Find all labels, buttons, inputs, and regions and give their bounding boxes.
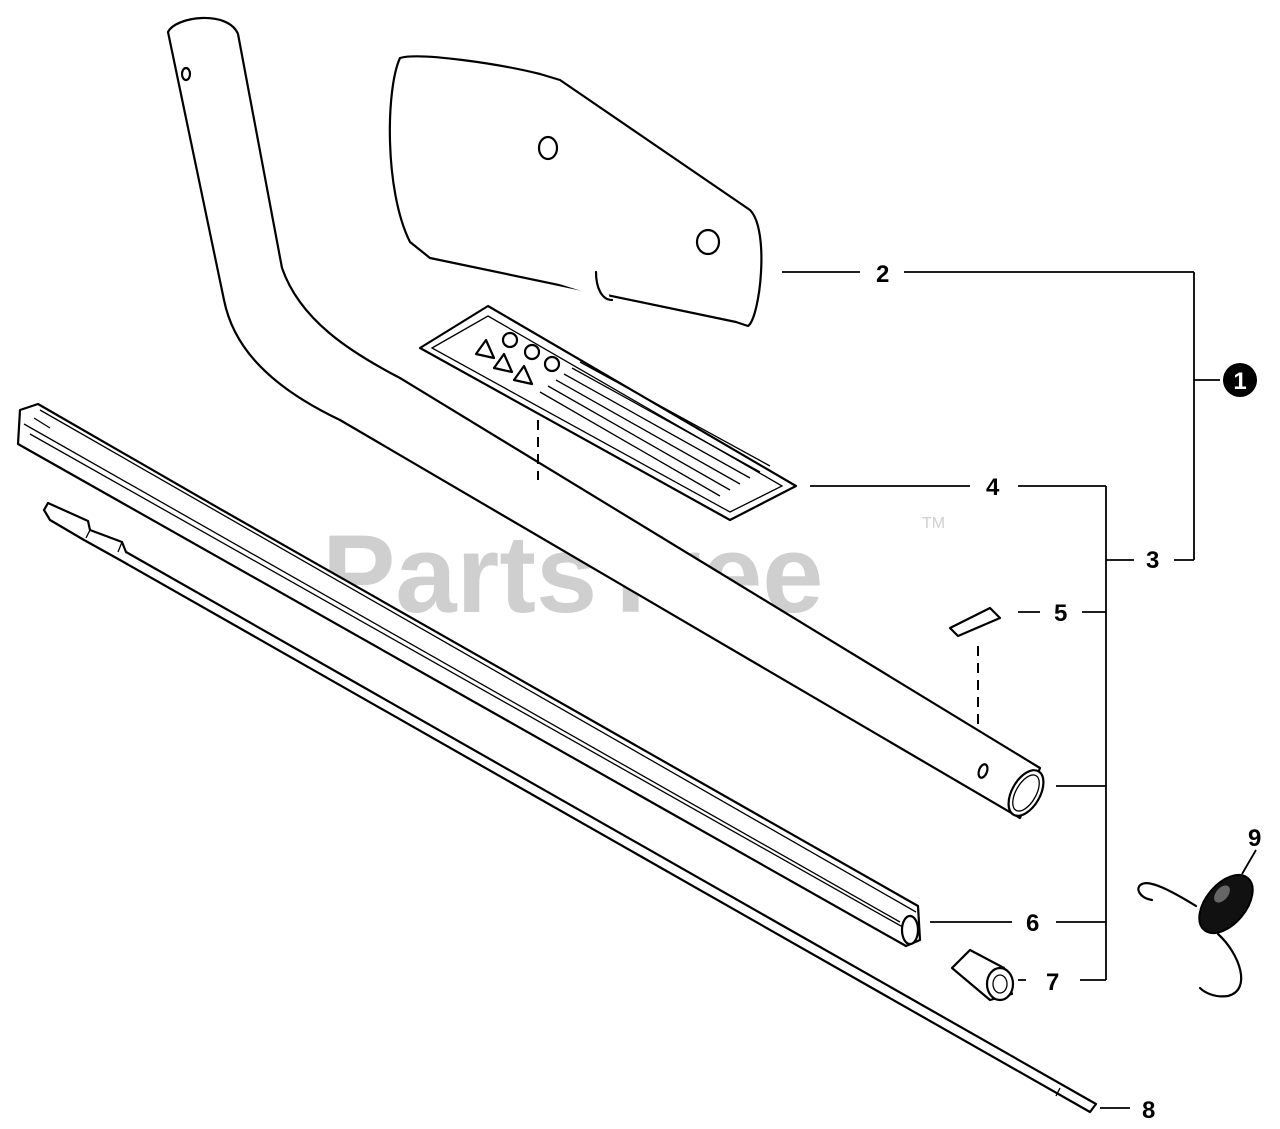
hanger-hook-part[interactable] [1137,865,1263,998]
callout-9-label[interactable]: 9 [1248,825,1261,852]
plate-part[interactable] [388,55,763,328]
callout-3-label[interactable]: 3 [1146,547,1159,574]
callout-7-label[interactable]: 7 [1046,969,1059,996]
callout-1-label: 1 [1233,368,1246,395]
main-tube-part[interactable] [166,16,1051,822]
watermark-trademark: TM [922,515,945,532]
callout-5-label[interactable]: 5 [1054,600,1067,627]
liner-part[interactable] [16,402,922,948]
leader-lines [782,271,1257,1109]
callout-8-label[interactable]: 8 [1142,1097,1155,1124]
small-label-part[interactable] [948,606,1002,638]
bushing-part[interactable] [950,948,1015,1002]
callout-4-label[interactable]: 4 [986,474,1000,501]
drive-shaft-part[interactable] [42,501,1098,1114]
callout-2-label[interactable]: 2 [876,261,889,288]
callout-6-label[interactable]: 6 [1026,910,1039,937]
callout-numbers: 2 3 4 5 6 7 8 9 [876,261,1261,1124]
callout-1-assembly[interactable]: 1 [1223,363,1257,397]
warning-label-part[interactable] [418,304,798,522]
dashed-guide-lines [537,420,979,730]
